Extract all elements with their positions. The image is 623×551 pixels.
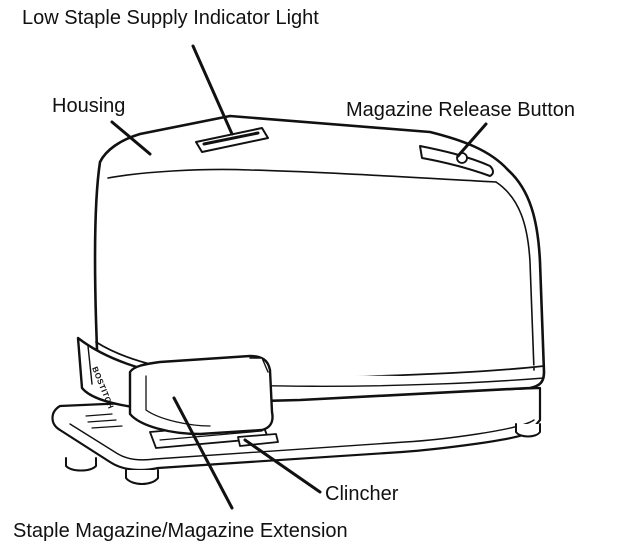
label-staple-magazine: Staple Magazine/Magazine Extension — [13, 520, 348, 542]
leader-clincher — [243, 438, 322, 494]
leader-housing — [110, 120, 152, 156]
staple-magazine — [76, 336, 274, 436]
label-clincher: Clincher — [325, 483, 399, 505]
indicator-light-window — [195, 127, 269, 153]
label-magazine-release-button: Magazine Release Button — [346, 99, 576, 121]
rubber-feet — [65, 423, 541, 485]
leader-magazine — [172, 396, 234, 510]
label-indicator-light: Low Staple Supply Indicator Light — [22, 7, 319, 29]
leader-indicator-light — [191, 44, 234, 136]
leader-release-button — [456, 122, 488, 158]
leader-lines — [110, 44, 488, 510]
label-housing: Housing — [52, 95, 126, 117]
